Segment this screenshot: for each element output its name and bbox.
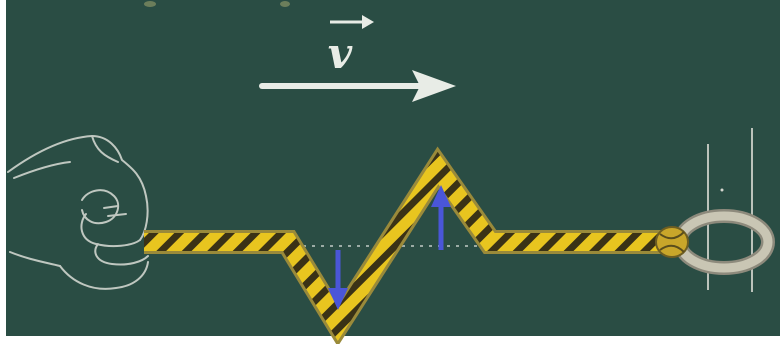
velocity-label: v: [328, 29, 353, 78]
board-bottom-edge: [6, 336, 780, 344]
rope-knot: [655, 226, 689, 258]
up-arrow-icon: [431, 185, 451, 250]
right-arrow-icon: [259, 70, 456, 102]
velocity-label-arrow-icon: [330, 15, 374, 29]
velocity-vector: v: [259, 15, 456, 102]
down-arrow-icon: [328, 250, 348, 310]
rope: [144, 146, 676, 344]
hand-outline-icon: [7, 135, 149, 290]
